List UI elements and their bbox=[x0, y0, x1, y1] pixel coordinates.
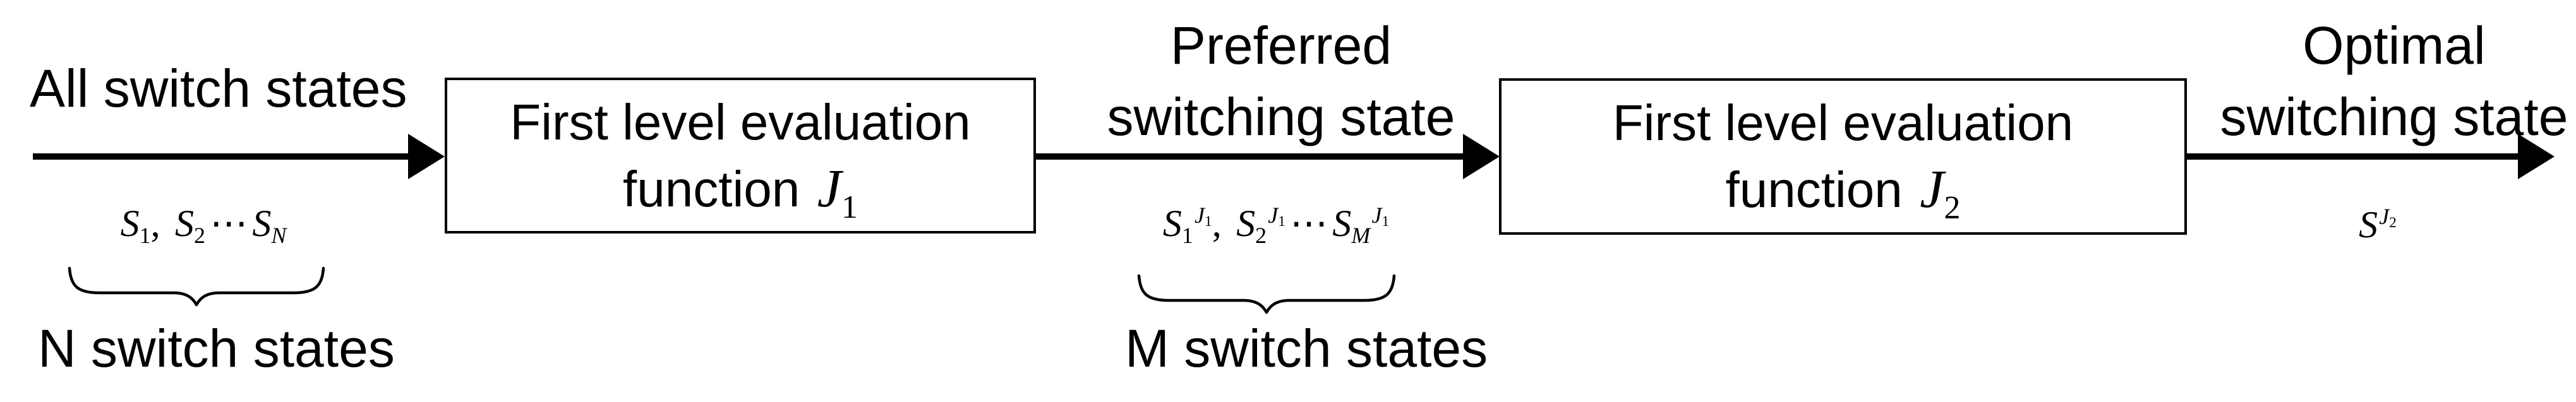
math-sub: 1 bbox=[1181, 222, 1193, 248]
input-arrowhead-icon bbox=[408, 134, 445, 179]
box-evaluation-function-j1: First level evaluation function J1 bbox=[445, 78, 1036, 234]
input-arrow-line bbox=[33, 153, 409, 160]
label-n-switch-states: N switch states bbox=[38, 319, 395, 378]
math-sup-sub: 1 bbox=[1381, 213, 1390, 230]
math-sup-var: J bbox=[1371, 203, 1382, 228]
box2-function-subscript: 2 bbox=[1944, 190, 1961, 227]
math-comma: , bbox=[150, 203, 160, 244]
math-sub: 1 bbox=[139, 222, 151, 248]
math-sup-var: J bbox=[1268, 203, 1279, 228]
box1-line1: First level evaluation bbox=[510, 90, 970, 155]
box1-line2-word: function bbox=[623, 160, 800, 217]
math-sup: J1 bbox=[1371, 203, 1390, 230]
math-var: S bbox=[2359, 204, 2378, 245]
math-sup-sub: 1 bbox=[1204, 213, 1212, 230]
math-var: S bbox=[252, 203, 272, 244]
math-sup-sub: 1 bbox=[1278, 213, 1285, 230]
math-sub: 2 bbox=[194, 222, 205, 248]
box2-line1: First level evaluation bbox=[1613, 90, 2073, 156]
math-var: S bbox=[1162, 203, 1182, 244]
label-m-switch-states: M switch states bbox=[1125, 319, 1488, 378]
math-sub: 2 bbox=[1255, 222, 1267, 248]
underbrace-m-states-icon bbox=[1137, 274, 1396, 314]
box2-function-symbol: J bbox=[1920, 158, 1944, 219]
label-optimal-line1: Optimal bbox=[2302, 16, 2486, 75]
math-sup-sub: 2 bbox=[2389, 215, 2397, 232]
box1-line1-text: First level evaluation bbox=[510, 93, 971, 150]
expression-optimal-state: SJ2 bbox=[2251, 204, 2504, 245]
math-var: S bbox=[120, 203, 140, 244]
label-preferred-switching-state: Preferred switching state bbox=[1073, 10, 1490, 153]
math-sub: N bbox=[271, 222, 287, 248]
math-ellipsis: ⋯ bbox=[1290, 201, 1328, 245]
mid-arrowhead-icon bbox=[1463, 134, 1500, 179]
label-optimal-switching-state: Optimal switching state bbox=[2186, 10, 2576, 153]
box1-function-subscript: 1 bbox=[841, 189, 858, 225]
underbrace-n-states-icon bbox=[68, 266, 325, 307]
math-var: S bbox=[1332, 203, 1352, 244]
box2-line2-word: function bbox=[1725, 162, 1903, 218]
box1-function-symbol: J bbox=[817, 157, 841, 218]
label-preferred-line2: switching state bbox=[1107, 87, 1455, 146]
mid-arrow-line bbox=[1036, 153, 1464, 160]
math-sub: M bbox=[1351, 222, 1371, 248]
output-arrowhead-icon bbox=[2518, 134, 2555, 179]
box2-line2: function J2 bbox=[1725, 156, 1961, 227]
label-optimal-line2: switching state bbox=[2220, 87, 2568, 146]
label-preferred-line1: Preferred bbox=[1170, 16, 1392, 75]
math-sup-var: J bbox=[1195, 203, 1205, 228]
math-sup-var: J bbox=[2379, 204, 2390, 230]
label-all-switch-states: All switch states bbox=[30, 59, 407, 118]
math-sup: J1 bbox=[1195, 203, 1212, 230]
math-comma: , bbox=[1212, 203, 1222, 244]
math-var: S bbox=[1236, 203, 1256, 244]
math-sup: J1 bbox=[1268, 203, 1285, 230]
output-arrow-line bbox=[2187, 153, 2520, 160]
box1-line2: function J1 bbox=[623, 155, 858, 225]
expression-all-states: S1, S2⋯SN bbox=[77, 201, 330, 247]
math-ellipsis: ⋯ bbox=[210, 201, 248, 245]
box2-line1-text: First level evaluation bbox=[1612, 95, 2074, 151]
math-var: S bbox=[175, 203, 194, 244]
box-evaluation-function-j2: First level evaluation function J2 bbox=[1499, 78, 2187, 235]
expression-preferred-states: S1J1, S2J1⋯SMJ1 bbox=[1150, 201, 1402, 247]
math-sup: J2 bbox=[2379, 204, 2397, 232]
